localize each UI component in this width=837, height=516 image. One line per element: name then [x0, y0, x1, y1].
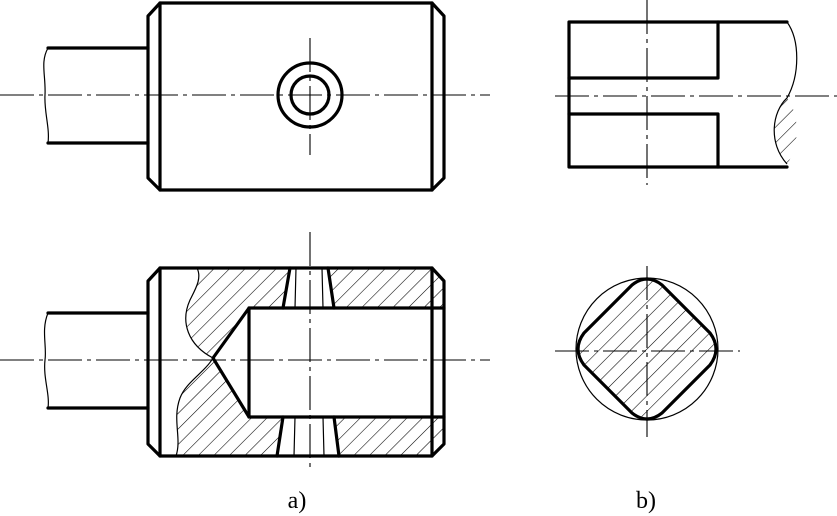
- section-hatch-lower: [176, 358, 283, 456]
- section-hatch-lower-right: [334, 417, 444, 456]
- square-section-hatch: [578, 279, 716, 419]
- slot-hatch: [774, 98, 797, 164]
- label-a: a): [288, 488, 307, 514]
- view-a-bottom-section: [0, 232, 490, 470]
- shaft-top: [46, 46, 150, 145]
- shaft-break-line-top: [43, 47, 50, 144]
- part-outline-b-top: [567, 20, 789, 169]
- label-b: b): [636, 488, 656, 514]
- cross-hole-edges: [275, 266, 341, 458]
- chamfer-lines-bottom: [158, 266, 434, 458]
- shaft-bottom: [46, 311, 150, 410]
- slot-lower-outline: [567, 112, 720, 169]
- view-b-bottom-section: [555, 266, 740, 437]
- view-a-top-external: [0, 1, 490, 192]
- section-hatch-upper-right: [328, 268, 444, 308]
- chamfer-lines-top: [158, 1, 434, 192]
- slot-upper-outline: [567, 20, 720, 80]
- section-hatch-upper: [185, 268, 290, 358]
- body-outline-top: [146, 1, 446, 192]
- square-section-outline: [576, 277, 718, 421]
- bore-outline: [211, 306, 446, 419]
- cross-hole-inner-lines: [293, 267, 325, 457]
- break-line-b: [773, 21, 798, 165]
- shaft-break-line-bottom: [43, 312, 49, 409]
- view-b-top-slot: [555, 0, 837, 185]
